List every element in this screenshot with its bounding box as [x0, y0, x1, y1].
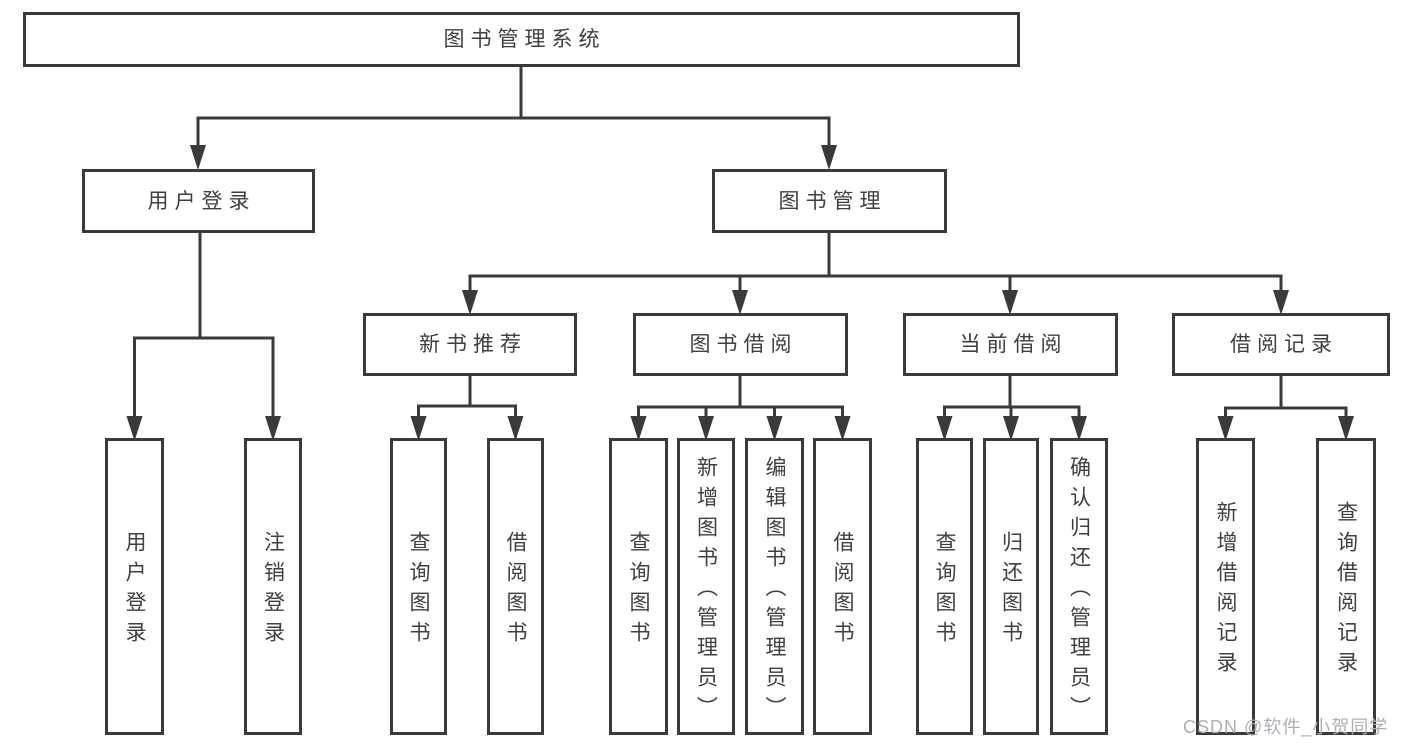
node-leaf-borrowing-borrow-books: 借阅图书	[813, 438, 872, 735]
node-leaf-add-borrow-record: 新增借阅记录	[1196, 438, 1255, 735]
node-leaf-confirm-return-admin-label: 确认归还（管理员）	[1067, 456, 1091, 726]
node-user-login-label: 用户登录	[147, 189, 256, 213]
node-leaf-add-books-admin-label: 新增图书（管理员）	[694, 456, 718, 726]
node-leaf-query-borrow-record: 查询借阅记录	[1316, 438, 1376, 735]
node-leaf-add-borrow-record-label: 新增借阅记录	[1214, 501, 1237, 681]
node-leaf-borrowing-borrow-books-label: 借阅图书	[831, 531, 854, 651]
node-borrowing-records: 借阅记录	[1172, 313, 1390, 376]
node-leaf-current-query-books: 查询图书	[916, 438, 973, 735]
node-borrowing-records-label: 借阅记录	[1230, 333, 1338, 356]
node-leaf-return-books: 归还图书	[983, 438, 1039, 735]
node-leaf-query-borrow-record-label: 查询借阅记录	[1334, 501, 1358, 681]
arrowheads	[126, 145, 1354, 441]
node-new-book-recommend: 新书推荐	[363, 313, 577, 376]
node-leaf-recommend-query-books-label: 查询图书	[407, 531, 430, 651]
node-leaf-add-books-admin: 新增图书（管理员）	[677, 438, 735, 735]
node-new-book-recommend-label: 新书推荐	[419, 333, 527, 356]
node-leaf-confirm-return-admin: 确认归还（管理员）	[1050, 438, 1108, 735]
node-leaf-user-login: 用户登录	[105, 438, 164, 735]
csdn-watermark: CSDN @软件_小贺同学	[1183, 717, 1389, 737]
node-current-borrowing: 当前借阅	[903, 313, 1118, 376]
node-leaf-edit-books-admin: 编辑图书（管理员）	[745, 438, 804, 735]
node-user-login: 用户登录	[82, 169, 315, 233]
node-leaf-current-query-books-label: 查询图书	[933, 531, 956, 651]
node-system-root-label: 图书管理系统	[443, 28, 606, 51]
node-leaf-recommend-borrow-books: 借阅图书	[487, 438, 544, 735]
node-system-root: 图书管理系统	[23, 12, 1020, 67]
node-leaf-recommend-query-books: 查询图书	[390, 438, 447, 735]
node-leaf-borrowing-query-books-label: 查询图书	[627, 531, 650, 651]
node-leaf-recommend-borrow-books-label: 借阅图书	[504, 531, 527, 651]
node-book-management-label: 图书管理	[778, 189, 887, 213]
node-current-borrowing-label: 当前借阅	[959, 333, 1068, 356]
node-leaf-borrowing-query-books: 查询图书	[609, 438, 668, 735]
node-leaf-user-login-label: 用户登录	[123, 531, 146, 651]
node-book-management: 图书管理	[712, 169, 947, 233]
node-leaf-return-books-label: 归还图书	[999, 531, 1023, 651]
node-leaf-edit-books-admin-label: 编辑图书（管理员）	[763, 456, 786, 726]
node-book-borrowing: 图书借阅	[633, 313, 848, 376]
node-leaf-logout-label: 注销登录	[261, 531, 285, 651]
node-book-borrowing-label: 图书借阅	[689, 333, 798, 356]
node-leaf-logout: 注销登录	[244, 438, 302, 735]
